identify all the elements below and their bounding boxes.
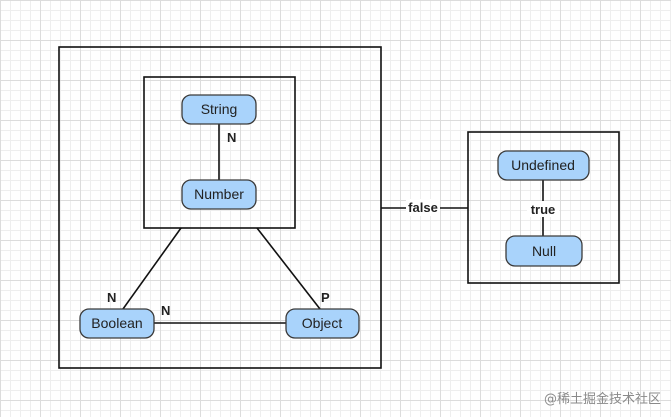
node-object: Object — [285, 308, 360, 339]
node-undefined-label: Undefined — [511, 157, 575, 173]
node-number-label: Number — [194, 186, 244, 202]
node-null-box — [505, 235, 583, 267]
node-boolean: Boolean — [79, 308, 155, 339]
node-undefined: Undefined — [497, 150, 590, 181]
node-null: Null — [505, 235, 583, 267]
node-string-label: String — [201, 101, 238, 117]
node-object-label: Object — [302, 315, 343, 331]
string-number-group-frame — [143, 76, 296, 229]
node-number: Number — [181, 179, 257, 210]
edge-group-object — [256, 227, 321, 310]
node-object-box — [285, 308, 360, 339]
node-undefined-box — [497, 150, 590, 181]
label-string-number: N — [227, 130, 236, 145]
node-string: String — [181, 94, 257, 125]
node-null-label: Null — [532, 243, 556, 259]
watermark: @稀土掘金技术社区 — [543, 392, 661, 407]
node-boolean-box — [79, 308, 155, 339]
label-left-right: false — [408, 200, 438, 215]
label-boolean-object: N — [161, 303, 170, 318]
label-undefined-null: true — [531, 202, 556, 217]
node-number-box — [181, 179, 257, 210]
edge-group-boolean — [122, 227, 182, 310]
node-boolean-label: Boolean — [91, 315, 142, 331]
node-string-box — [181, 94, 257, 125]
label-undefined-null-bg — [527, 201, 559, 217]
label-group-object: P — [321, 290, 330, 305]
label-group-boolean: N — [107, 290, 116, 305]
label-left-right-bg — [406, 199, 440, 216]
